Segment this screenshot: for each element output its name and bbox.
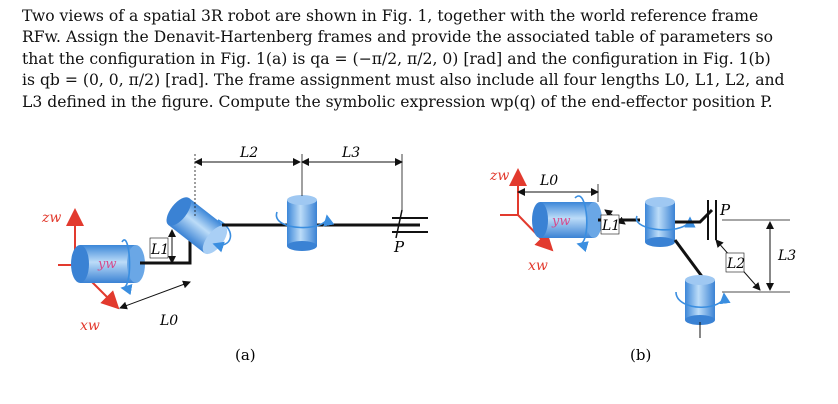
end-effector-a: P [392,209,428,256]
joint3-rotation-arrow-b [675,291,731,309]
joint1-cap-a [127,245,145,283]
joint2-top-b [645,197,675,207]
problem-line: Two views of a spatial 3R robot are show… [22,7,759,25]
joint1-b: yw [532,195,602,252]
dimension-L0-a: L0 [119,280,191,329]
label-L3-b: L3 [777,248,796,264]
problem-text: Two views of a spatial 3R robot are show… [22,6,830,113]
joint2-rotation-arrow-a [212,219,232,253]
label-xw-a: xw [80,318,100,334]
label-xw-b: xw [528,258,548,274]
joint3-a [275,195,335,251]
label-L2-b: L2 [726,256,745,272]
label-L1-b: L1 [601,218,620,234]
robot-figure-svg: zw xw yw [41,145,796,364]
dimension-L3-b: L3 [722,219,796,293]
dimension-L1-a: L1 [149,229,176,264]
world-frame-b: zw xw [489,168,554,274]
label-zw-b: zw [489,168,509,184]
dimension-L0-b: L0 [517,173,599,202]
problem-line: that the configuration in Fig. 1(a) is q… [22,49,771,68]
label-zw-a: zw [41,210,61,226]
label-L0-b: L0 [539,173,558,189]
joint2-a [166,197,228,255]
joint2-cap-a [202,225,228,255]
joint3-cylinder-a [287,200,317,246]
joint3-cylinder-b [685,280,715,320]
label-L1-a: L1 [150,242,169,258]
dimension-L2-b: L2 [715,239,761,291]
problem-line: RFw. Assign the Denavit-Hartenberg frame… [22,28,773,47]
label-yw-b: yw [551,214,570,229]
label-L1-box-a [149,237,169,259]
joint1-a: yw [71,239,145,296]
joint1-cap-b [586,202,602,238]
label-L2-box-b [725,252,745,273]
joint2-cylinder-b [645,202,675,242]
joint3-bottom-b [685,315,715,325]
joint2-bottom-b [645,237,675,247]
dim-L0-a [119,280,191,310]
label-P-b: P [719,201,731,219]
label-L0-a: L0 [159,313,178,329]
dimensions-top-a: L2 L3 [194,145,403,218]
configuration-a: zw xw yw [41,145,428,364]
end-effector-b: P [707,200,731,240]
joint3-rotation-arrow-a [275,211,335,229]
joint3-top-b [685,275,715,285]
joint1-back-b [532,202,548,238]
caption-a: (a) [235,346,256,364]
joint1-back-a [71,245,89,283]
label-L1-box-b [600,214,620,235]
robot-figure: zw xw yw [0,140,838,400]
problem-statement: Two views of a spatial 3R robot are show… [0,0,838,140]
label-yw-a: yw [97,257,116,272]
joint3-top-a [287,195,317,205]
label-L3-a: L3 [341,145,360,161]
label-L2-a: L2 [239,145,258,161]
joint3-b [675,275,731,338]
label-P-a: P [393,238,405,256]
link2-b [675,208,714,224]
joint3-bottom-a [287,241,317,251]
problem-line: is qb = (0, 0, π/2) [rad]. The frame ass… [22,71,785,90]
problem-line: L3 defined in the figure. Compute the sy… [22,92,773,111]
caption-b: (b) [630,346,651,364]
joint1-cylinder-a [80,245,136,283]
configuration-b: zw xw yw L0 L1 [489,168,796,364]
joint2-back-a [166,197,191,226]
gripper-slant-a [395,209,403,239]
